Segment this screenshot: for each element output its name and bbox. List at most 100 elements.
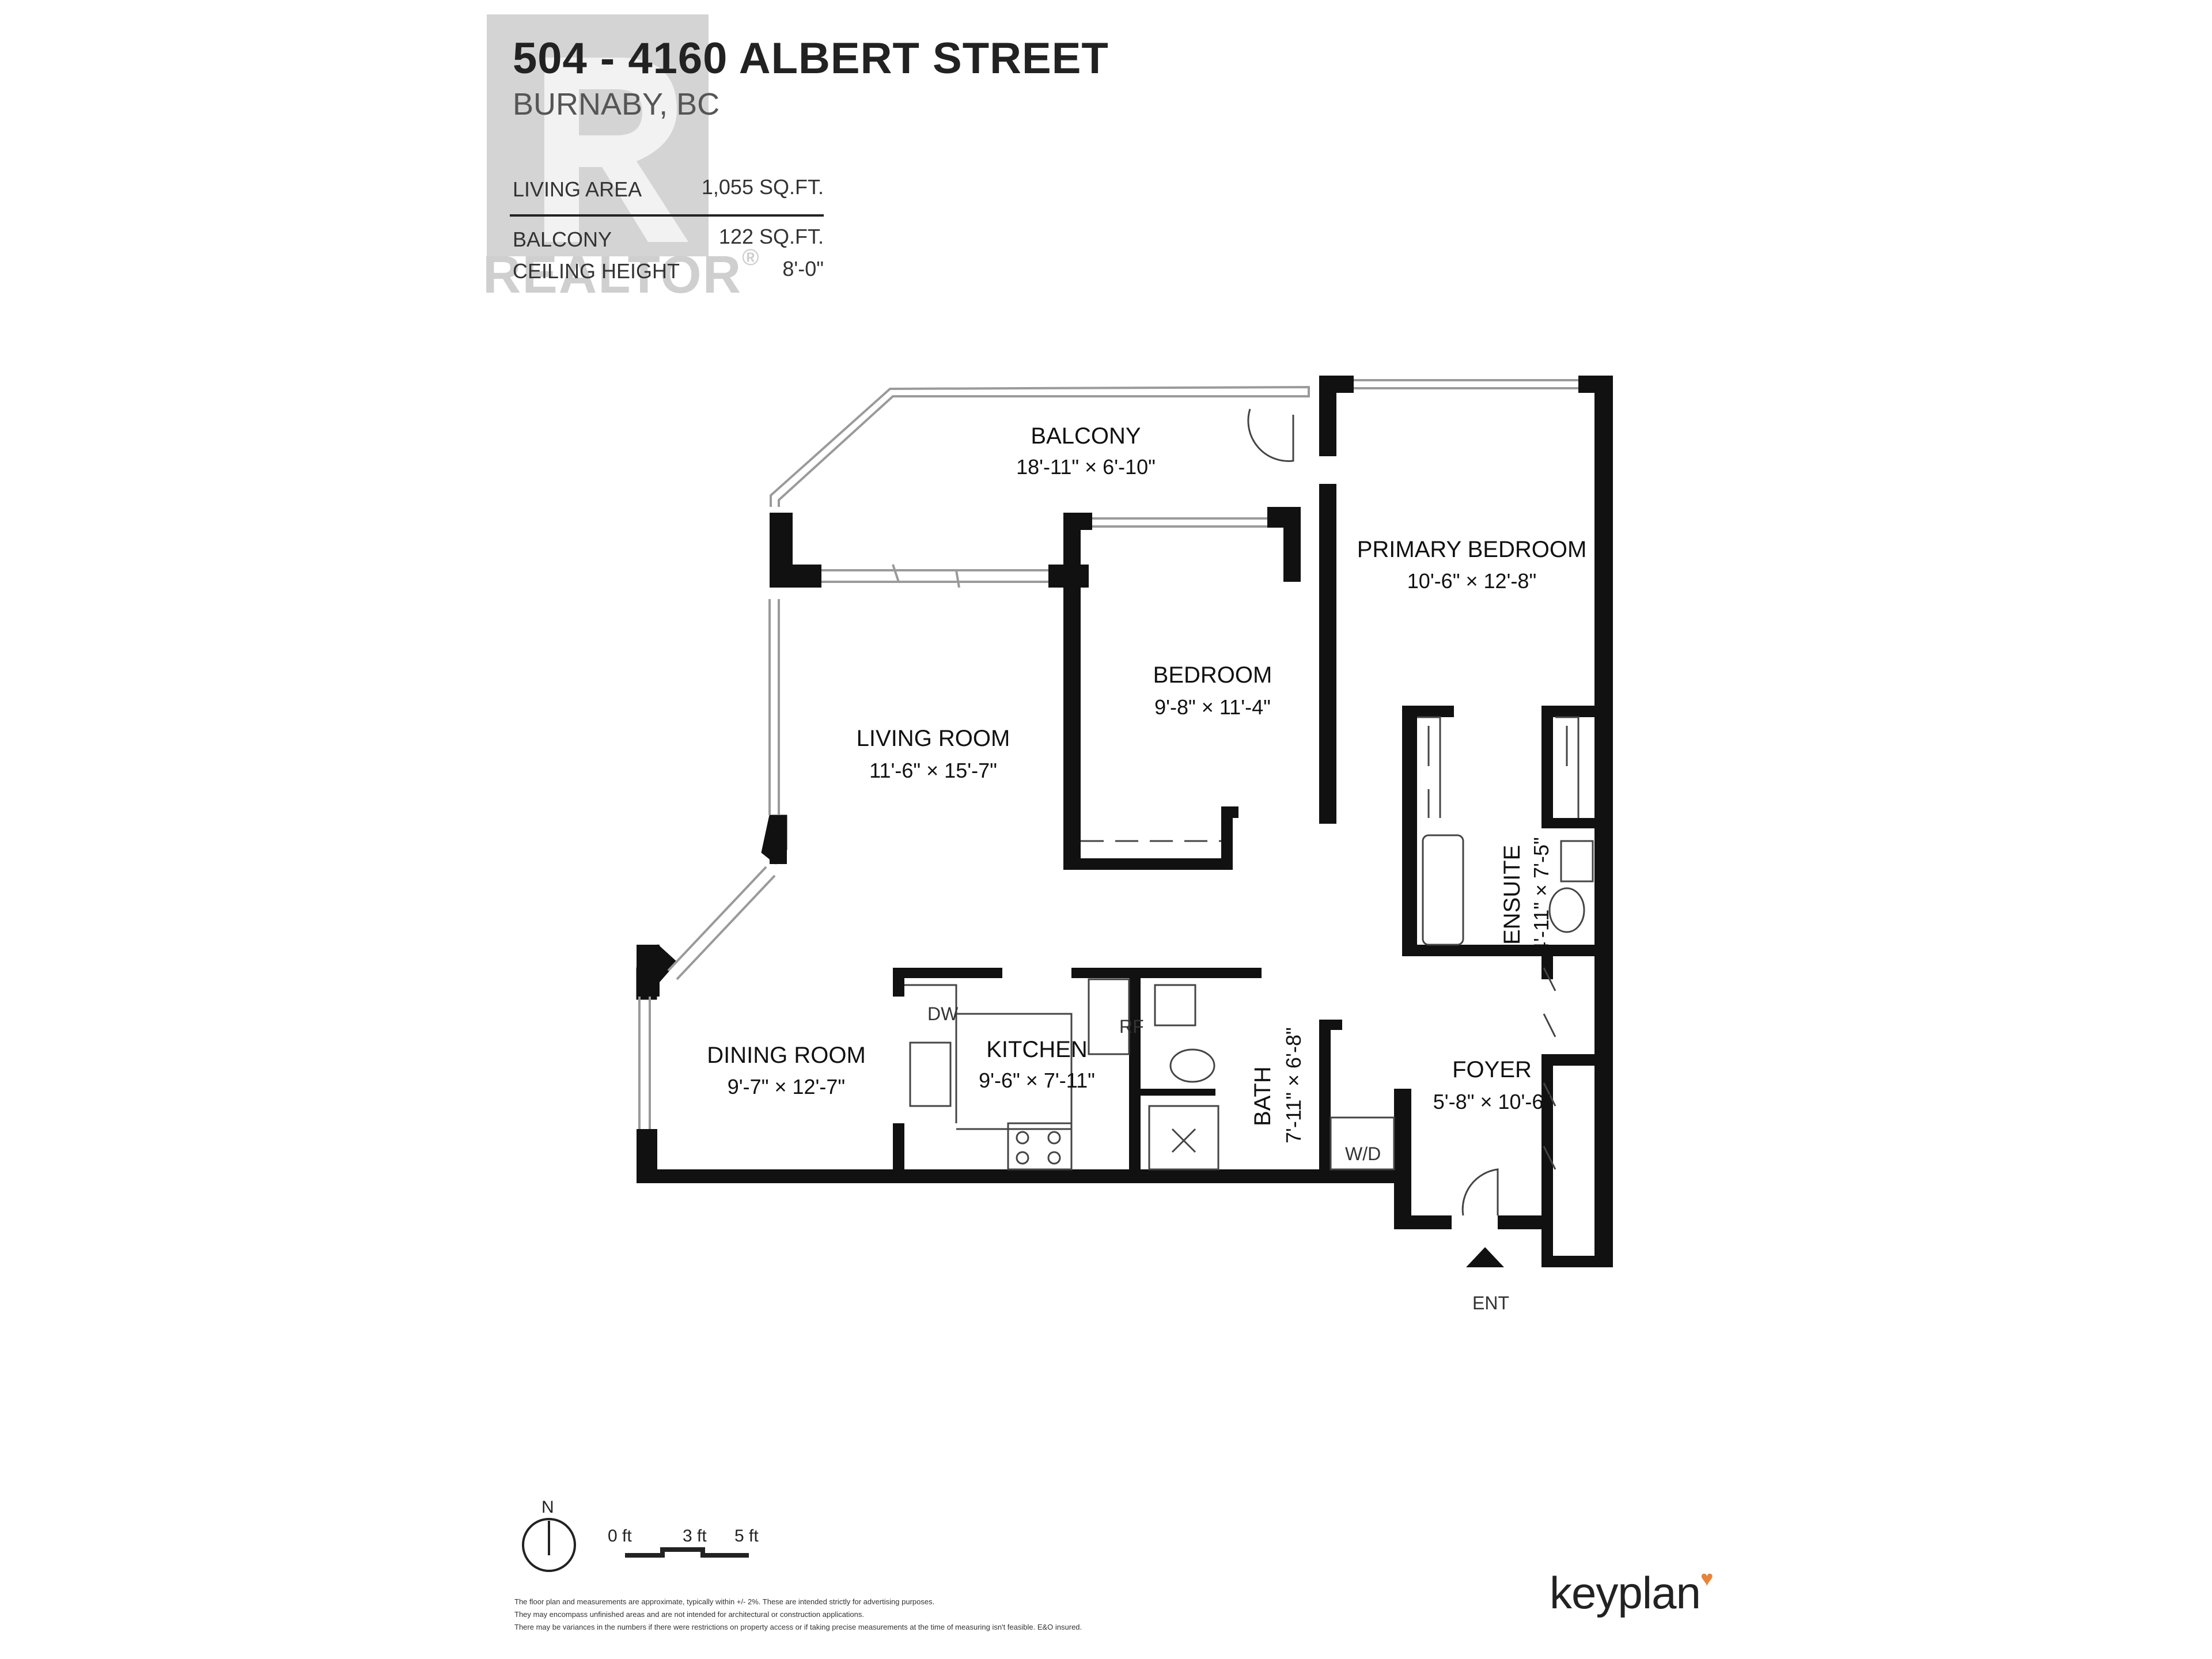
wall [637,1129,657,1183]
closet [1417,716,1441,818]
stove [1007,1122,1073,1171]
wall [1578,376,1613,393]
closet [1555,716,1580,818]
label-refrigerator: RF [1119,1016,1144,1037]
room-name-kitchen: KITCHEN [986,1037,1088,1062]
room-dim-balcony: 18'-11" × 6'-10" [1016,455,1156,479]
stat-label-ceiling-height: CEILING HEIGHT [513,259,680,283]
wall [1319,376,1336,456]
kitchen-counter [904,984,1073,1130]
wall [1394,1215,1452,1229]
scale-tick-0: 0 ft [608,1527,632,1546]
scale-tick-3: 3 ft [683,1527,707,1546]
room-name-bedroom: BEDROOM [1153,662,1272,688]
north-compass [522,1518,576,1572]
entry-arrow [1466,1247,1504,1267]
room-name-dining-room: DINING ROOM [707,1043,866,1068]
ensuite-sink [1560,840,1594,882]
wall [1319,1020,1342,1030]
wall [1541,706,1599,717]
keyplan-logo: keyplan♥ [1550,1567,1713,1619]
stats-divider [510,214,824,217]
ensuite-toilet [1548,887,1585,933]
door-swing [1461,1168,1499,1216]
wall [1221,806,1238,818]
wall [761,815,787,865]
sliding-door [892,564,960,588]
stat-value-living-area: 1,055 SQ.FT. [701,175,824,199]
wall [1541,956,1553,979]
wall [1498,1215,1544,1229]
room-dim-living-room: 11'-6" × 15'-7" [869,759,997,782]
window [667,866,776,980]
foyer-closet [1543,967,1556,1170]
door-swing [1247,408,1294,462]
north-label: N [541,1498,554,1517]
brand-name: keyplan [1550,1567,1701,1618]
wall [1541,706,1553,827]
room-dim-ensuite: 4'-11" × 7'-5" [1529,837,1553,953]
stat-value-ceiling-height: 8'-0" [782,257,824,281]
wall [1141,968,1262,978]
wall [1319,1020,1331,1181]
wall [1063,513,1081,858]
washer-dryer [1330,1116,1395,1171]
refrigerator [1088,978,1130,1055]
heart-icon: ♥ [1700,1567,1714,1591]
wall [1541,1054,1599,1066]
wall [636,944,677,1000]
room-dim-bath: 7'-11" × 6'-8" [1282,1027,1305,1143]
wall [1541,1054,1553,1267]
room-dim-kitchen: 9'-6" × 7'-11" [979,1069,1095,1092]
window [768,599,780,815]
wall [1221,806,1233,870]
label-entry: ENT [1472,1293,1509,1313]
wall [1267,507,1301,528]
wall [1541,1256,1613,1267]
window [1354,379,1578,389]
wall [1063,513,1092,530]
balcony-railing [770,385,1310,507]
wall [1063,858,1230,870]
scale-bar [625,1547,749,1558]
wall [1402,945,1598,956]
disclaimer-line: They may encompass unfinished areas and … [514,1610,865,1619]
property-title: 504 - 4160 ALBERT STREET [513,34,1109,83]
kitchen-sink [909,1041,952,1107]
wall [893,968,904,997]
room-name-primary-bedroom: PRIMARY BEDROOM [1357,537,1587,562]
wall [1319,484,1336,824]
wall [770,565,821,588]
stat-value-balcony: 122 SQ.FT. [718,225,824,248]
wall [1402,706,1454,717]
wall [1071,968,1141,978]
realtor-watermark-text: REALTOR® [483,245,760,304]
room-name-ensuite: ENSUITE [1499,844,1525,945]
wall [1402,706,1417,953]
shower [1148,1105,1219,1171]
wall [893,968,1002,978]
disclaimer: The floor plan and measurements are appr… [514,1596,1494,1634]
room-name-foyer: FOYER [1452,1057,1532,1082]
room-dim-bedroom: 9'-8" × 11'-4" [1154,695,1271,719]
disclaimer-line: There may be variances in the numbers if… [514,1623,1082,1631]
wall [637,1169,1411,1183]
room-name-bath: BATH [1250,1066,1275,1126]
window [638,997,651,1129]
wall [1141,1089,1215,1096]
room-dim-dining-room: 9'-7" × 12'-7" [727,1075,846,1099]
wall [1541,818,1599,828]
wall [1394,1089,1411,1227]
window [821,569,1048,583]
bath-sink [1154,984,1196,1027]
room-dim-primary-bedroom: 10'-6" × 12'-8" [1407,569,1537,593]
bath-toilet [1169,1048,1215,1083]
room-name-living-room: LIVING ROOM [856,726,1010,751]
wall [1063,806,1081,824]
room-dim-foyer: 5'-8" × 10'-6" [1433,1090,1551,1113]
stat-label-balcony: BALCONY [513,228,612,251]
window [1092,517,1267,528]
label-dishwasher: DW [927,1003,959,1024]
property-city: BURNABY, BC [513,87,720,122]
